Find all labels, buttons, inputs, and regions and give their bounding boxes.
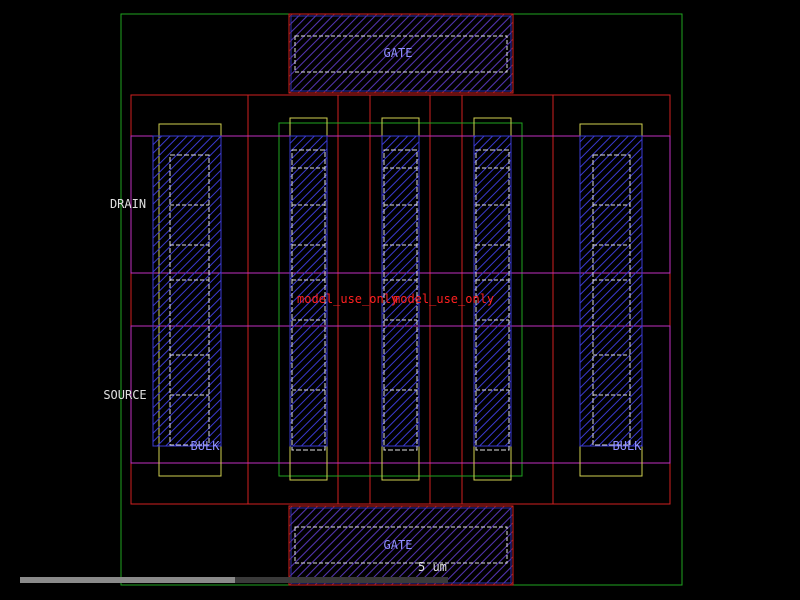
source-label: SOURCE <box>103 388 146 402</box>
horizontal-scrollbar[interactable] <box>20 577 448 583</box>
finger-column-3 <box>473 117 512 481</box>
diffusion-region <box>130 94 671 505</box>
model-label-left: model_use_only <box>297 292 398 306</box>
gate-pad-top-inner <box>290 15 512 92</box>
inner-well <box>278 122 523 477</box>
gate-label-bottom: GATE <box>384 538 413 552</box>
scrollbar-thumb[interactable] <box>20 577 235 583</box>
gate-pad-top-contacts <box>294 35 508 73</box>
bulk-label-left: BULK <box>191 439 221 453</box>
finger-column-2 <box>381 117 420 481</box>
scale-label: 5 um <box>418 560 447 574</box>
bulk-column-left <box>152 123 222 477</box>
gate-label-top: GATE <box>384 46 413 60</box>
gate-pad-bottom-contacts <box>294 526 508 564</box>
bulk-label-right: BULK <box>613 439 643 453</box>
contact-separators <box>170 167 630 396</box>
finger-column-1 <box>289 117 328 481</box>
model-label-right: model_use_only <box>393 292 494 306</box>
bulk-column-right <box>579 123 643 477</box>
gate-pad-bottom-inner <box>290 507 512 584</box>
drain-label: DRAIN <box>110 197 146 211</box>
